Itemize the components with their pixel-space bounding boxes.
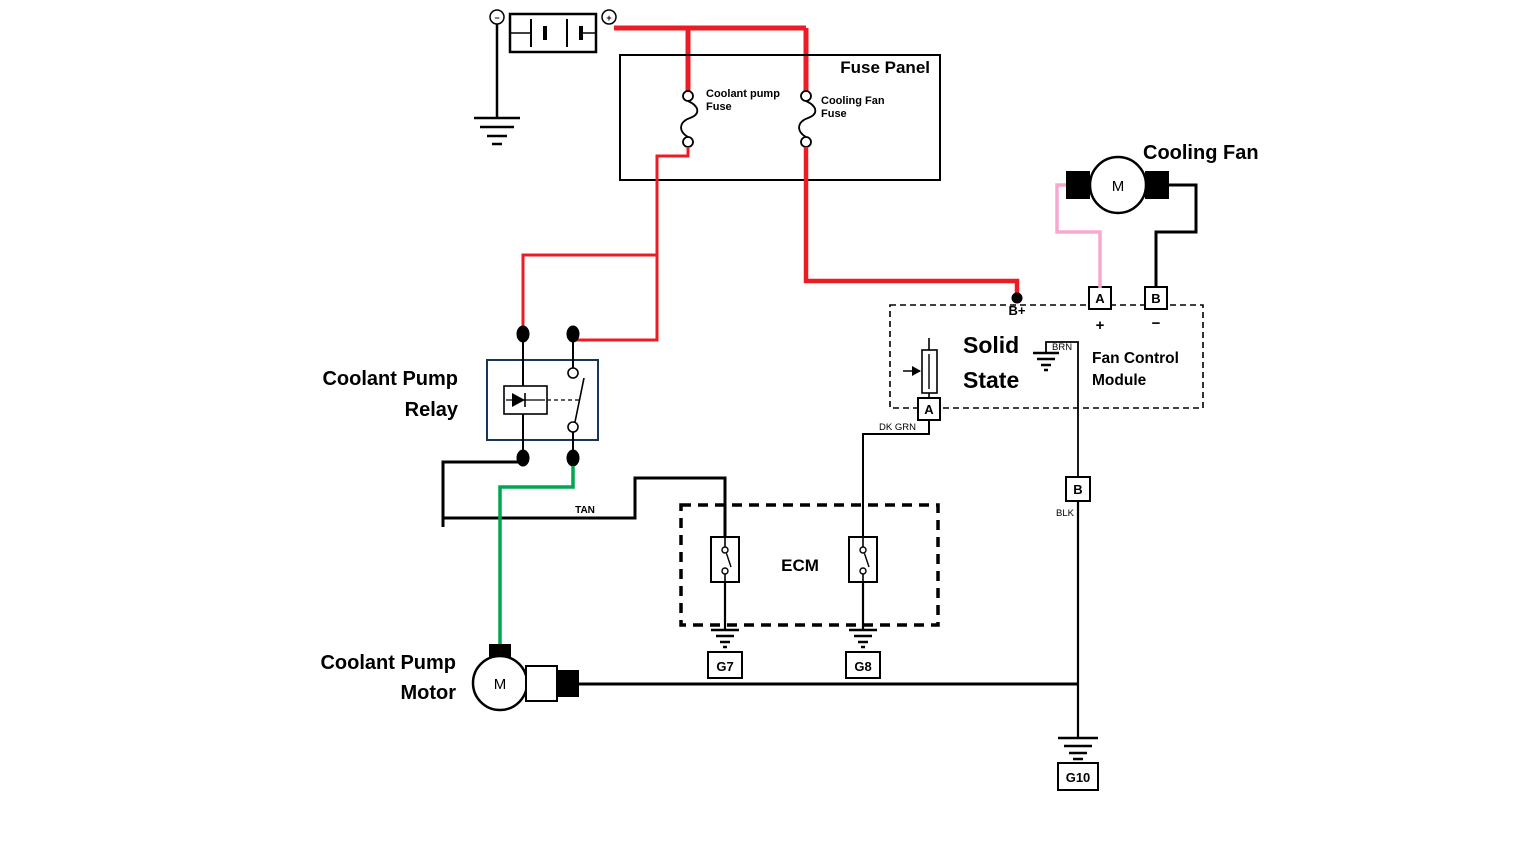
module-pin-a-bottom-box (917, 397, 941, 421)
fan-control-module: Solid State Fan Control Module B+ A B + … (889, 286, 1204, 477)
tan-wire-group: TAN (441, 460, 727, 537)
pump-motor-connector-housing (525, 665, 558, 702)
relay-label-line2: Relay (405, 399, 459, 421)
cooling-fan-fuse-element (798, 100, 817, 138)
ecm-box (679, 503, 940, 627)
solid-state-label-line2: State (963, 367, 1019, 393)
pump-motor-right-terminal (557, 670, 579, 697)
dk-grn-wire (862, 420, 930, 537)
dk-grn-wire-label: DK GRN (879, 422, 916, 433)
relay-label-line1: Coolant Pump (322, 368, 458, 390)
fuse-panel-title: Fuse Panel (840, 58, 930, 77)
g7-label: G7 (716, 659, 733, 674)
dk-grn-wire-group: DK GRN (862, 420, 930, 537)
relay-terminal-coil-plus (516, 325, 530, 343)
g7-box (707, 651, 743, 679)
fan-positive-wire (1055, 183, 1102, 288)
battery-ground (474, 24, 520, 146)
relay-coil-feed-wire (521, 253, 657, 332)
relay-coil-diode (512, 393, 525, 407)
coolant-pump-motor: Coolant Pump Motor M (320, 644, 579, 712)
module-minus-label: − (1152, 315, 1161, 332)
battery-positive-feed (614, 25, 809, 91)
g8-box (845, 651, 881, 679)
module-pin-b-bottom-label: B (1073, 482, 1082, 497)
brn-wire-label: BRN (1052, 342, 1072, 353)
fuse-panel-box (619, 54, 941, 181)
ecm-driver-cooling-fan (848, 536, 878, 583)
fan-negative-wire (1154, 183, 1198, 288)
coolant-pump-relay: Coolant Pump Relay (322, 325, 599, 467)
fan-control-module-label-line1: Fan Control (1092, 350, 1179, 367)
fan-motor-body (1088, 155, 1148, 215)
cooling-fan-fuse-label-line1: Cooling Fan (821, 95, 885, 107)
g8-label: G8 (854, 659, 871, 674)
ecm-driver-coolant-pump (710, 536, 740, 583)
pump-motor-label-line1: Coolant Pump (320, 652, 456, 674)
relay-terminal-switch-out (566, 449, 580, 467)
fan-control-module-label-line2: Module (1092, 372, 1147, 389)
battery: − + (489, 9, 617, 54)
pump-motor-label-line2: Motor (400, 682, 456, 704)
fan-module-b-plus-wire (803, 147, 1020, 294)
coolant-pump-fuse-label-line2: Fuse (706, 101, 732, 113)
brn-wire (1045, 341, 1079, 477)
blk-wire-label: BLK (1056, 508, 1075, 519)
cooling-fan-fuse: Cooling Fan Fuse (798, 90, 885, 148)
fan-right-terminal (1145, 171, 1169, 199)
b-plus-label: B+ (1009, 303, 1026, 318)
tan-wire (441, 460, 727, 537)
relay-switch-blade (574, 377, 585, 423)
solid-state-label-line1: Solid (963, 332, 1019, 358)
coolant-pump-fuse-label-line1: Coolant pump (706, 88, 780, 100)
fan-motor-letter: M (1112, 178, 1125, 195)
g10-label: G10 (1066, 770, 1091, 785)
battery-plus-terminal (601, 9, 617, 25)
battery-minus-sign: − (494, 13, 499, 23)
cooling-fan-fuse-label-line2: Fuse (821, 108, 847, 120)
ground-g7: G7 (707, 628, 743, 679)
relay-terminal-switch-in (566, 325, 580, 343)
module-pin-a-top-label: A (1095, 291, 1105, 306)
module-internal-ground: BRN (1033, 341, 1079, 477)
coolant-pump-fuse: Coolant pump Fuse (680, 88, 780, 148)
g10-box (1057, 762, 1099, 791)
tan-wire-label: TAN (575, 505, 595, 516)
module-pin-b-top-label: B (1151, 291, 1160, 306)
relay-switch-feed-wire (573, 147, 690, 342)
b-plus-junction-dot (1011, 292, 1023, 304)
ecm-label: ECM (781, 556, 819, 575)
ground-g8: G8 (845, 628, 881, 679)
ground-g10: G10 (1057, 736, 1099, 791)
fan-left-terminal (1066, 171, 1090, 199)
pump-motor-feed-wire (498, 466, 575, 646)
cooling-fan: Cooling Fan M (1066, 142, 1259, 215)
fan-control-module-box (889, 304, 1204, 409)
ecm: ECM (679, 503, 940, 630)
module-pin-a-bottom-label: A (924, 402, 934, 417)
battery-plus-sign: + (606, 13, 611, 23)
solid-state-switch-symbol (903, 338, 938, 398)
relay-terminal-coil-minus (516, 449, 530, 467)
coolant-pump-fuse-element (680, 100, 699, 138)
fuse-panel: Fuse Panel Coolant pump Fuse Cooling Fan… (619, 54, 941, 181)
cooling-fan-label: Cooling Fan (1143, 142, 1259, 164)
blk-wire-group: B BLK (1056, 476, 1091, 738)
module-plus-label: + (1096, 317, 1105, 334)
pump-motor-letter: M (494, 676, 507, 693)
